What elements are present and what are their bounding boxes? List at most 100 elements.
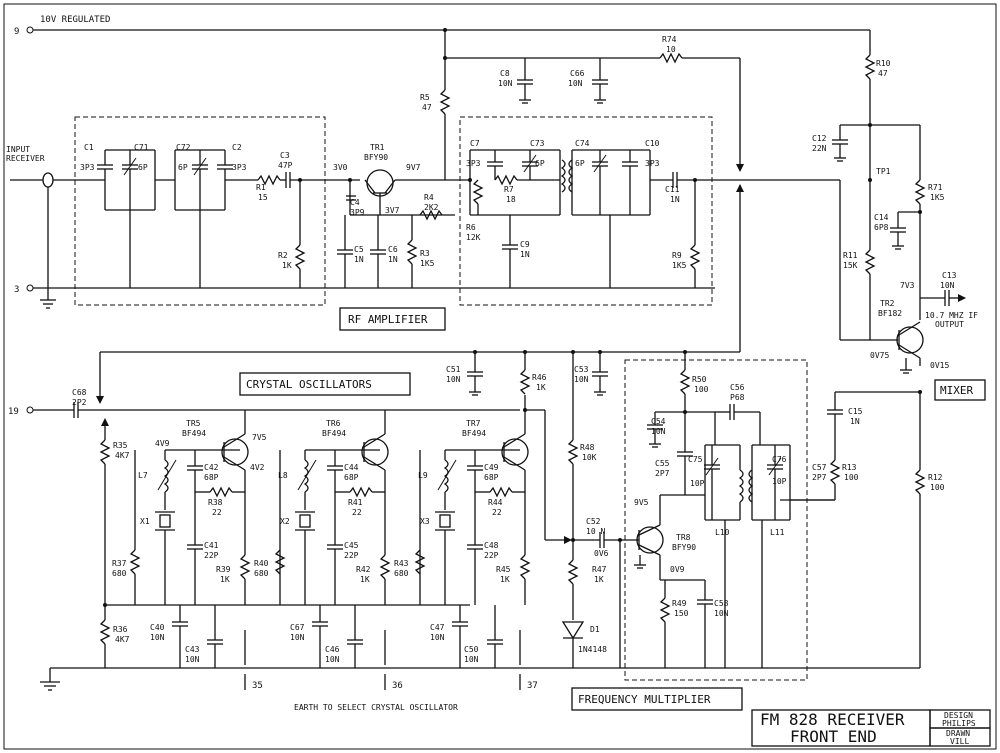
capacitor-c53: [592, 371, 608, 396]
value-tr8: BFY90: [672, 543, 696, 552]
capacitor-c13: [944, 290, 950, 306]
trimmer-c71[interactable]: [122, 150, 138, 210]
label-r9: R9: [672, 251, 682, 260]
label-r40: R40: [254, 559, 269, 568]
resistor-r37: [129, 549, 141, 575]
label-c3: C3: [280, 151, 290, 160]
label-c41: C41: [204, 541, 219, 550]
value-r48: 10K: [582, 453, 597, 462]
capacitor-c14: [890, 227, 906, 250]
trimmer-c73[interactable]: [522, 150, 538, 180]
title-line1: FM 828 RECEIVER: [760, 710, 905, 729]
value-r4: 2K2: [424, 203, 439, 212]
value-tr2: BF182: [878, 309, 902, 318]
supply-terminal[interactable]: [26, 26, 34, 34]
label-r36: R36: [113, 625, 128, 634]
value-r40: 680: [254, 569, 269, 578]
drawing-border: [3, 3, 997, 750]
value-c14: 6P8: [874, 223, 889, 232]
label-c75: C75: [688, 455, 703, 464]
trimmer-c74[interactable]: [592, 150, 608, 215]
label-r49: R49: [672, 599, 687, 608]
label-c66: C66: [570, 69, 585, 78]
label-r41: R41: [348, 498, 363, 507]
ground-terminal[interactable]: [26, 284, 34, 292]
label-r44: R44: [488, 498, 503, 507]
value-r7: 18: [506, 195, 516, 204]
rf-amplifier-label-box: [339, 307, 446, 331]
input-19-terminal[interactable]: [26, 406, 34, 414]
value-c48: 22P: [484, 551, 499, 560]
label-c10: C10: [645, 139, 660, 148]
label-r10: R10: [876, 59, 891, 68]
trimmer-c72[interactable]: [192, 150, 208, 210]
output-label-line1: 10.7 MHZ IF: [925, 311, 978, 320]
resistor-r3: [406, 239, 418, 265]
label-c14: C14: [874, 213, 889, 222]
resistor-r9: [689, 244, 701, 270]
label-x1: X1: [140, 517, 150, 526]
label-c73: C73: [530, 139, 545, 148]
label-c1: C1: [84, 143, 94, 152]
mixer-label: MIXER: [940, 384, 973, 397]
value-c68: 2P2: [72, 398, 87, 407]
label-c7: C7: [470, 139, 480, 148]
label-c8: C8: [500, 69, 510, 78]
label-r6: R6: [466, 223, 476, 232]
select-pin-37: 37: [527, 681, 538, 691]
value-r71: 1K5: [930, 193, 945, 202]
interstage-filter-box: [459, 116, 713, 306]
label-r42: R42: [356, 565, 371, 574]
label-c40: C40: [150, 623, 165, 632]
capacitor-c5: [337, 249, 353, 255]
crystal-osc-label: CRYSTAL OSCILLATORS: [246, 378, 372, 391]
resistor-r12: [914, 469, 926, 495]
label-r45: R45: [496, 565, 511, 574]
trimmer-c76[interactable]: [767, 445, 783, 520]
label-c9: C9: [520, 240, 530, 249]
resistor-r1: [257, 174, 281, 186]
value-tr1: BFY90: [364, 153, 388, 162]
value-c55: 2P7: [655, 469, 670, 478]
value-r43: 680: [394, 569, 409, 578]
input-label-line1: INPUT: [6, 145, 30, 154]
drawn-label: DRAWN: [946, 729, 970, 738]
resistor-r7: [494, 174, 518, 186]
value-c40: 10N: [150, 633, 165, 642]
voltage-tr2-collector: 7V3: [900, 281, 915, 290]
label-c57: C57: [812, 463, 827, 472]
value-c6: 1N: [388, 255, 398, 264]
label-x2: X2: [280, 517, 290, 526]
label-r38: R38: [208, 498, 223, 507]
voltage-tr1-collector: 9V7: [406, 163, 421, 172]
trimmer-c75[interactable]: [704, 445, 720, 520]
value-c76: 10P: [772, 477, 787, 486]
input-coax-connector[interactable]: [10, 172, 105, 309]
label-c53: C53: [574, 365, 589, 374]
label-r13: R13: [842, 463, 857, 472]
value-r12: 100: [930, 483, 945, 492]
value-c41: 22P: [204, 551, 219, 560]
label-r11: R11: [843, 251, 858, 260]
label-tr2: TR2: [880, 299, 895, 308]
value-r47: 1K: [594, 575, 604, 584]
value-c72: 6P: [178, 163, 188, 172]
label-r71: R71: [928, 183, 943, 192]
value-c42: 68P: [204, 473, 219, 482]
voltage-tr2-emitter: 0V15: [930, 361, 949, 370]
capacitor-c56: [729, 404, 735, 420]
resistor-r71: [914, 179, 926, 205]
label-r74: R74: [662, 35, 677, 44]
capacitor-c8: [517, 79, 533, 104]
value-c54: 10N: [651, 427, 666, 436]
supply-label: 10V REGULATED: [40, 15, 110, 25]
drawn-value: VILL: [950, 737, 969, 746]
select-pin-36: 36: [392, 681, 403, 691]
value-tr6: BF494: [322, 429, 346, 438]
value-r50: 100: [694, 385, 709, 394]
label-l10: L10: [715, 528, 730, 537]
capacitor-c58: [697, 599, 713, 605]
label-c71: C71: [134, 143, 149, 152]
voltage-tr1-base: 3V7: [385, 206, 400, 215]
resistor-r5: [439, 89, 451, 115]
